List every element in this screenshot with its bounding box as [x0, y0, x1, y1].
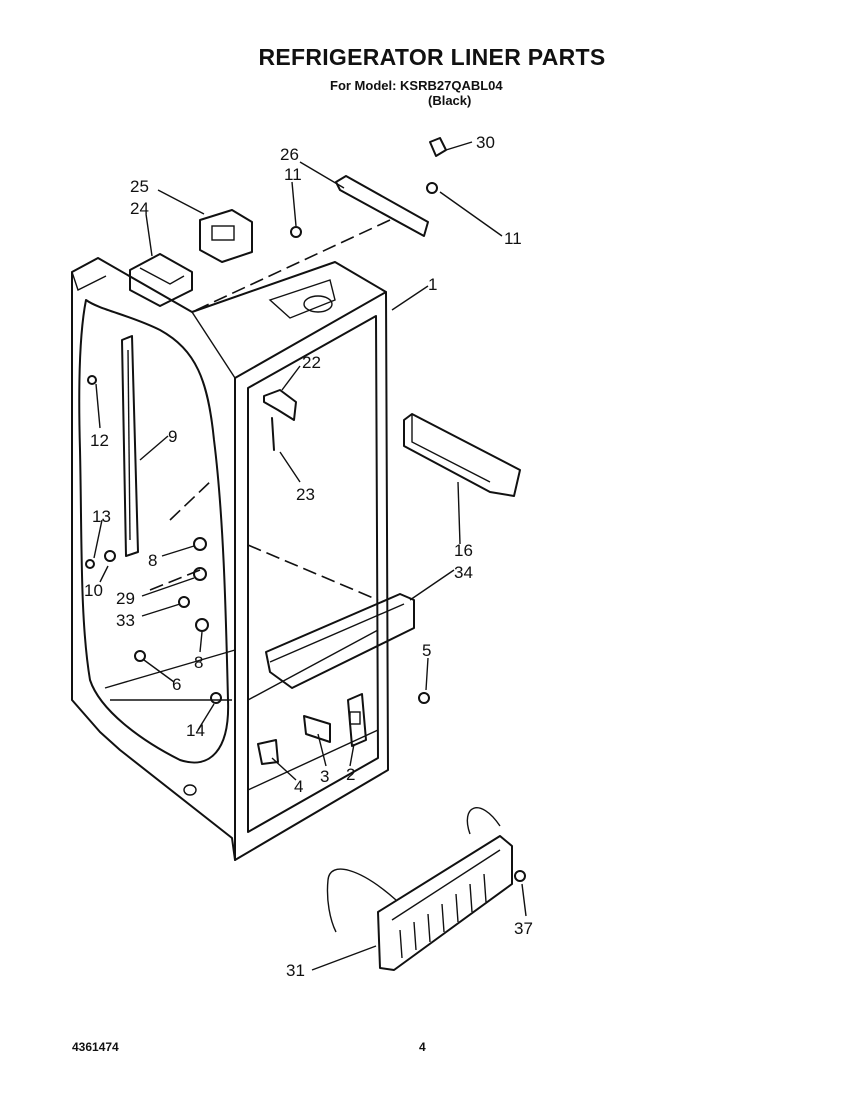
screws-11	[290, 182, 438, 238]
part-rail-9	[121, 335, 139, 557]
callout-2: 2	[346, 765, 355, 784]
part-channel-26	[335, 175, 429, 237]
callout-10: 10	[84, 581, 103, 600]
callout-33: 33	[116, 611, 135, 630]
callout-25: 25	[130, 177, 149, 196]
callout-31: 31	[286, 961, 305, 980]
callout-labels: 30 26 11 11 25 24 1 22 12 9 23 13 16 34 …	[84, 133, 533, 980]
callout-9: 9	[168, 427, 177, 446]
callout-11-right: 11	[504, 229, 522, 248]
part-support-16	[403, 413, 521, 497]
callout-6: 6	[172, 675, 181, 694]
callout-8-upper: 8	[148, 551, 157, 570]
part-bracket-22	[263, 389, 297, 421]
callout-34: 34	[454, 563, 473, 582]
callout-5: 5	[422, 641, 431, 660]
callout-16: 16	[454, 541, 473, 560]
color-line: (Black)	[428, 93, 472, 108]
callout-23: 23	[296, 485, 315, 504]
callout-1: 1	[428, 275, 437, 294]
part-cover-34	[265, 593, 415, 689]
callout-29: 29	[116, 589, 135, 608]
page-title: REFRIGERATOR LINER PARTS	[258, 44, 606, 70]
part-screw-5	[418, 692, 430, 704]
liner-body	[71, 257, 389, 861]
callout-8-lower: 8	[194, 653, 203, 672]
part-screw-23	[271, 417, 275, 451]
parts-brackets-2-3-4	[257, 693, 367, 765]
part-thermostat-24	[129, 253, 193, 307]
small-fittings	[85, 375, 222, 704]
callout-11-top: 11	[284, 165, 302, 184]
callout-37: 37	[514, 919, 533, 938]
page-number: 4	[419, 1040, 426, 1054]
callout-4: 4	[294, 777, 303, 796]
callout-3: 3	[320, 767, 329, 786]
leader-lines	[93, 141, 527, 971]
model-line: For Model: KSRB27QABL04	[330, 78, 503, 93]
callout-14: 14	[186, 721, 205, 740]
callout-30: 30	[476, 133, 495, 152]
callout-26: 26	[280, 145, 299, 164]
callout-13: 13	[92, 507, 111, 526]
part-cover-25	[199, 209, 253, 263]
part-number: 4361474	[72, 1040, 119, 1054]
assembly-lines	[149, 219, 391, 601]
part-screw-37	[514, 870, 526, 882]
callout-12: 12	[90, 431, 109, 450]
callout-22: 22	[302, 353, 321, 372]
part-clip-30	[429, 137, 447, 157]
callout-24: 24	[130, 199, 149, 218]
part-heater-31	[326, 807, 513, 971]
